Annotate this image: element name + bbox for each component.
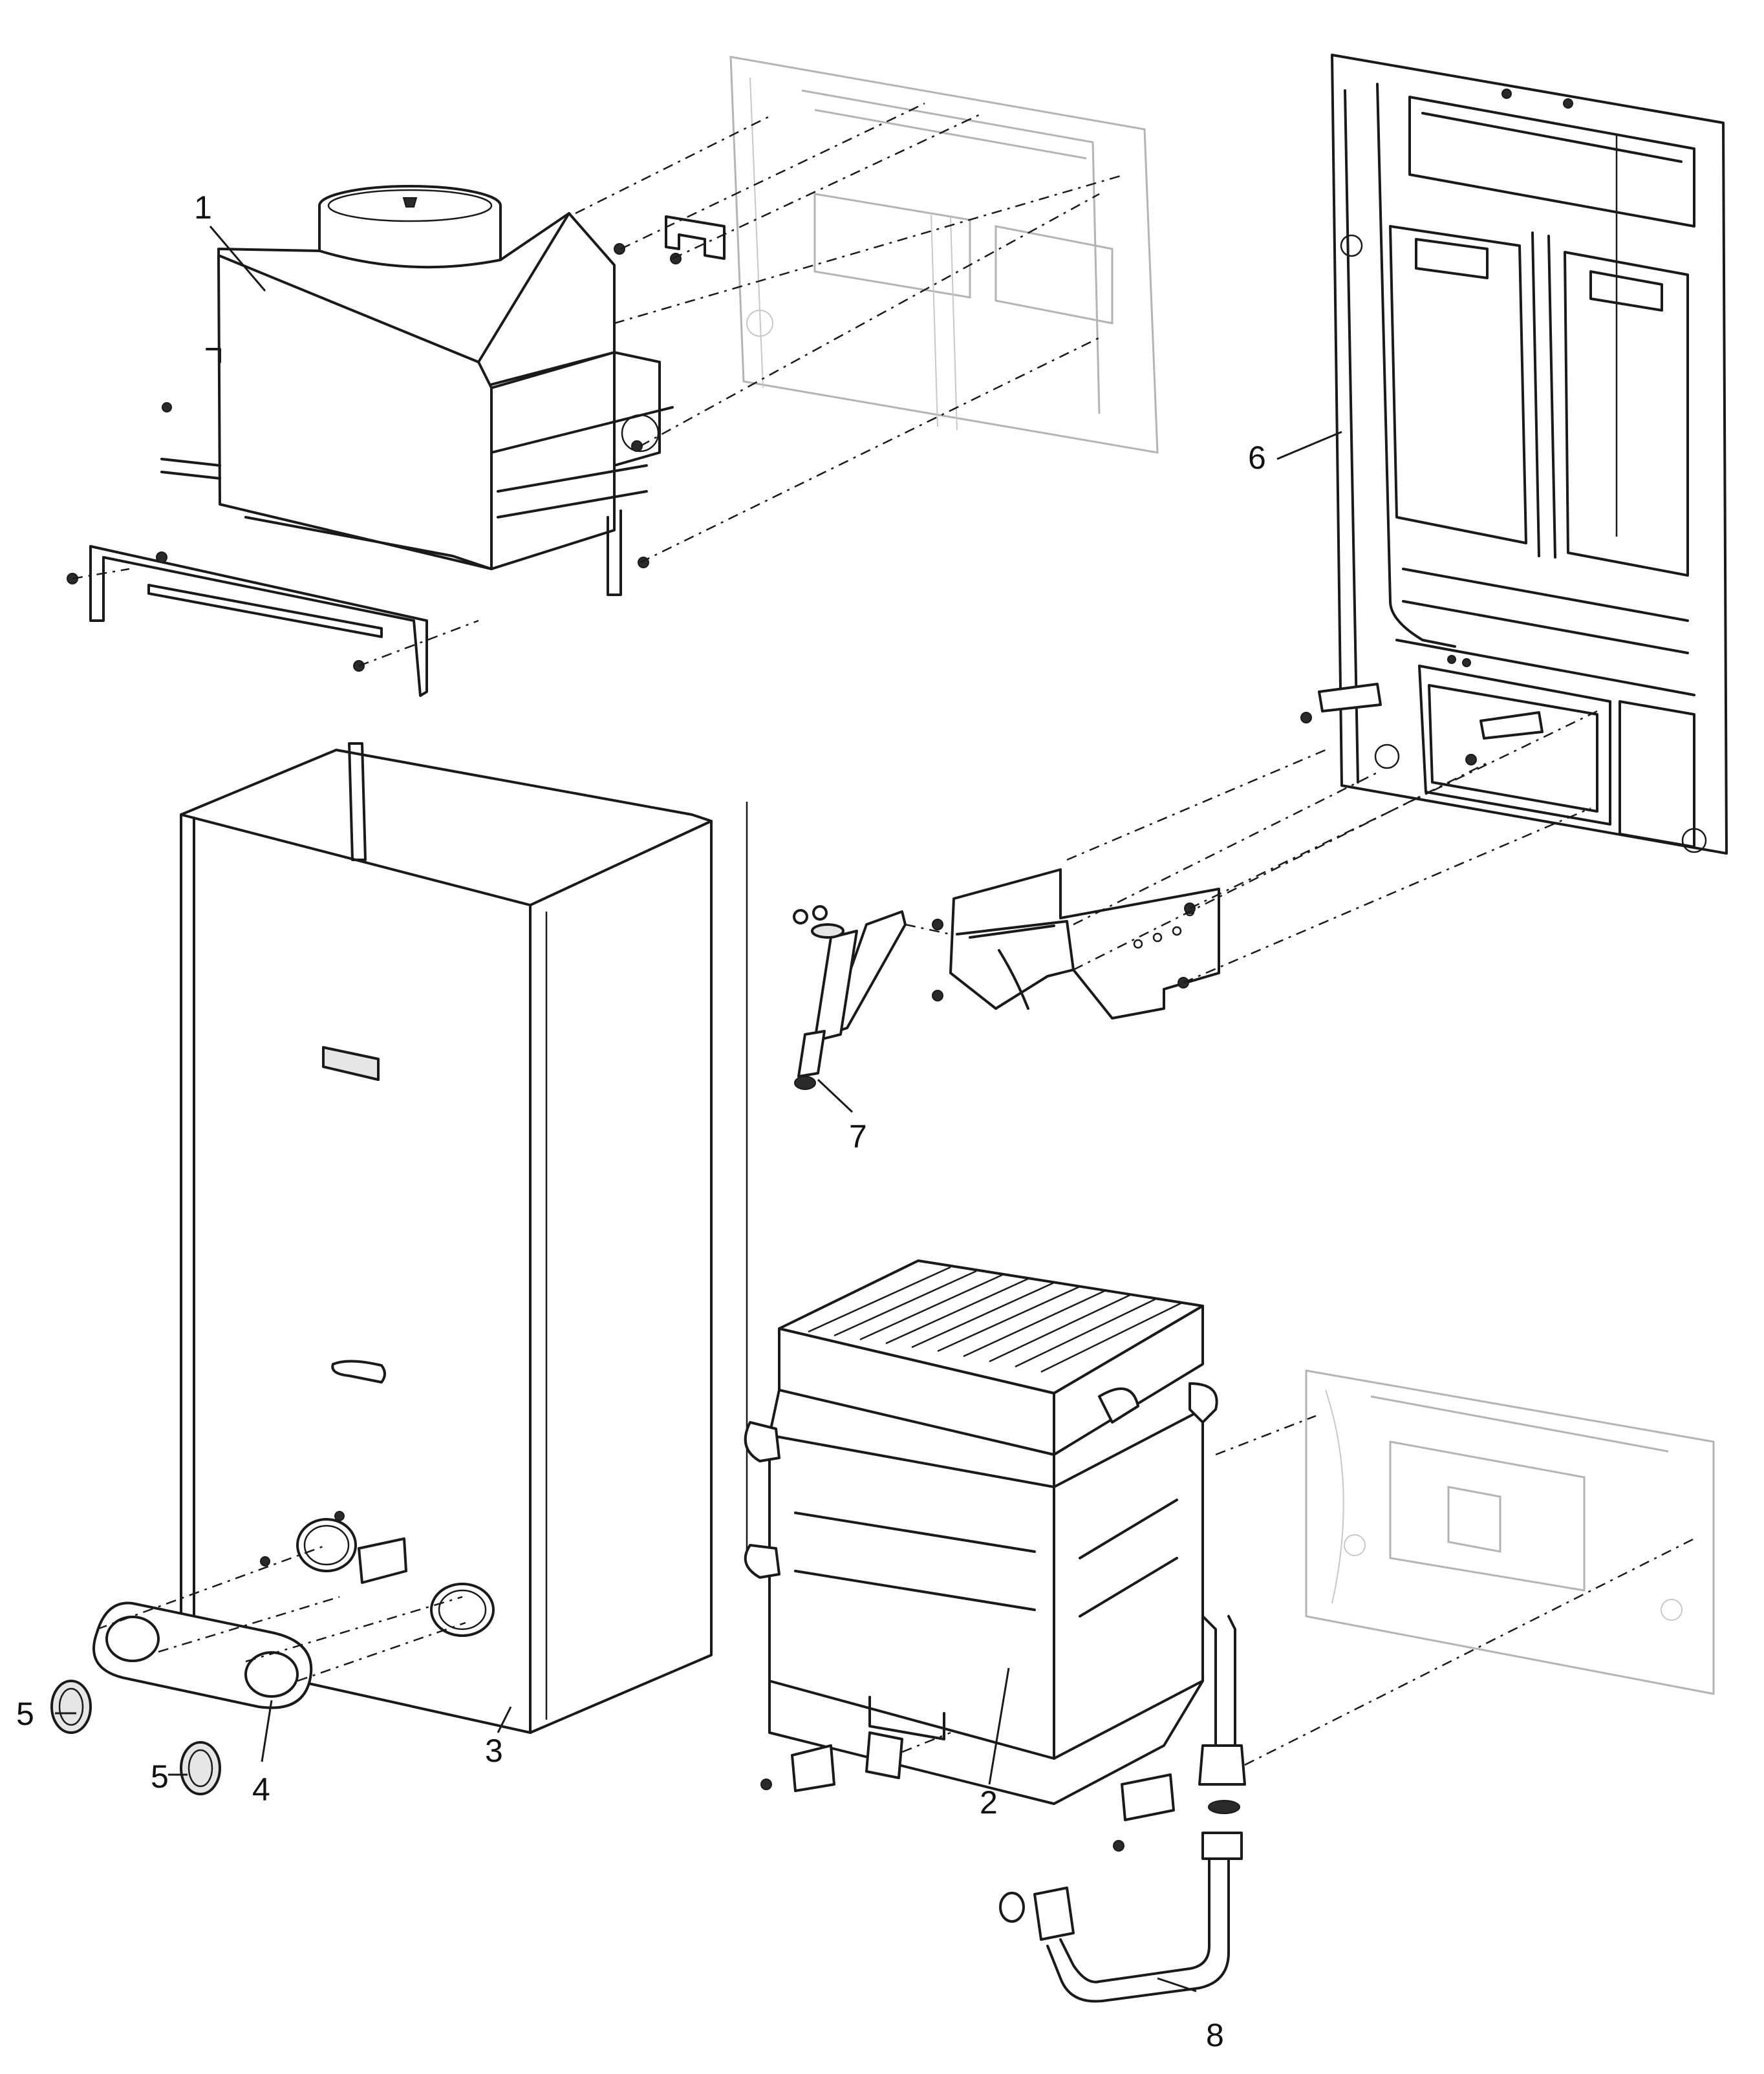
- part-combustion-hood: [67, 102, 1126, 697]
- part-burner-bracket: [932, 868, 1220, 1020]
- ghost-back-panel-bottom: [1305, 1369, 1715, 1695]
- callout-3: 3: [485, 1733, 503, 1769]
- callout-4: 4: [252, 1771, 270, 1808]
- part-back-panel: [1300, 54, 1728, 855]
- part-connection-gasket: [92, 1601, 313, 1709]
- casing-dash-lines: [96, 1544, 466, 1682]
- callout-labels: 1 2 3 4 5 5 6 7 8: [16, 189, 1266, 2053]
- ghost-back-frame-top: [729, 56, 1159, 454]
- callout-2: 2: [980, 1784, 998, 1821]
- callout-1: 1: [194, 189, 212, 226]
- callout-7: 7: [849, 1118, 867, 1155]
- callout-5a: 5: [16, 1696, 34, 1732]
- leader-lines: [55, 226, 1342, 1993]
- part-front-casing: [180, 742, 713, 1734]
- callout-6: 6: [1248, 440, 1266, 476]
- exchanger-dash-lines: [901, 1415, 1695, 1766]
- part-blanking-caps: [50, 1680, 221, 1795]
- part-heat-exchanger: [744, 1259, 1246, 1852]
- burner-dash-lines: [905, 710, 1598, 984]
- callout-8: 8: [1206, 2017, 1224, 2053]
- callout-5b: 5: [151, 1759, 169, 1795]
- part-water-pipe: [999, 1800, 1243, 2003]
- part-ignition-electrode: [793, 905, 907, 1090]
- hood-screws: [67, 243, 682, 672]
